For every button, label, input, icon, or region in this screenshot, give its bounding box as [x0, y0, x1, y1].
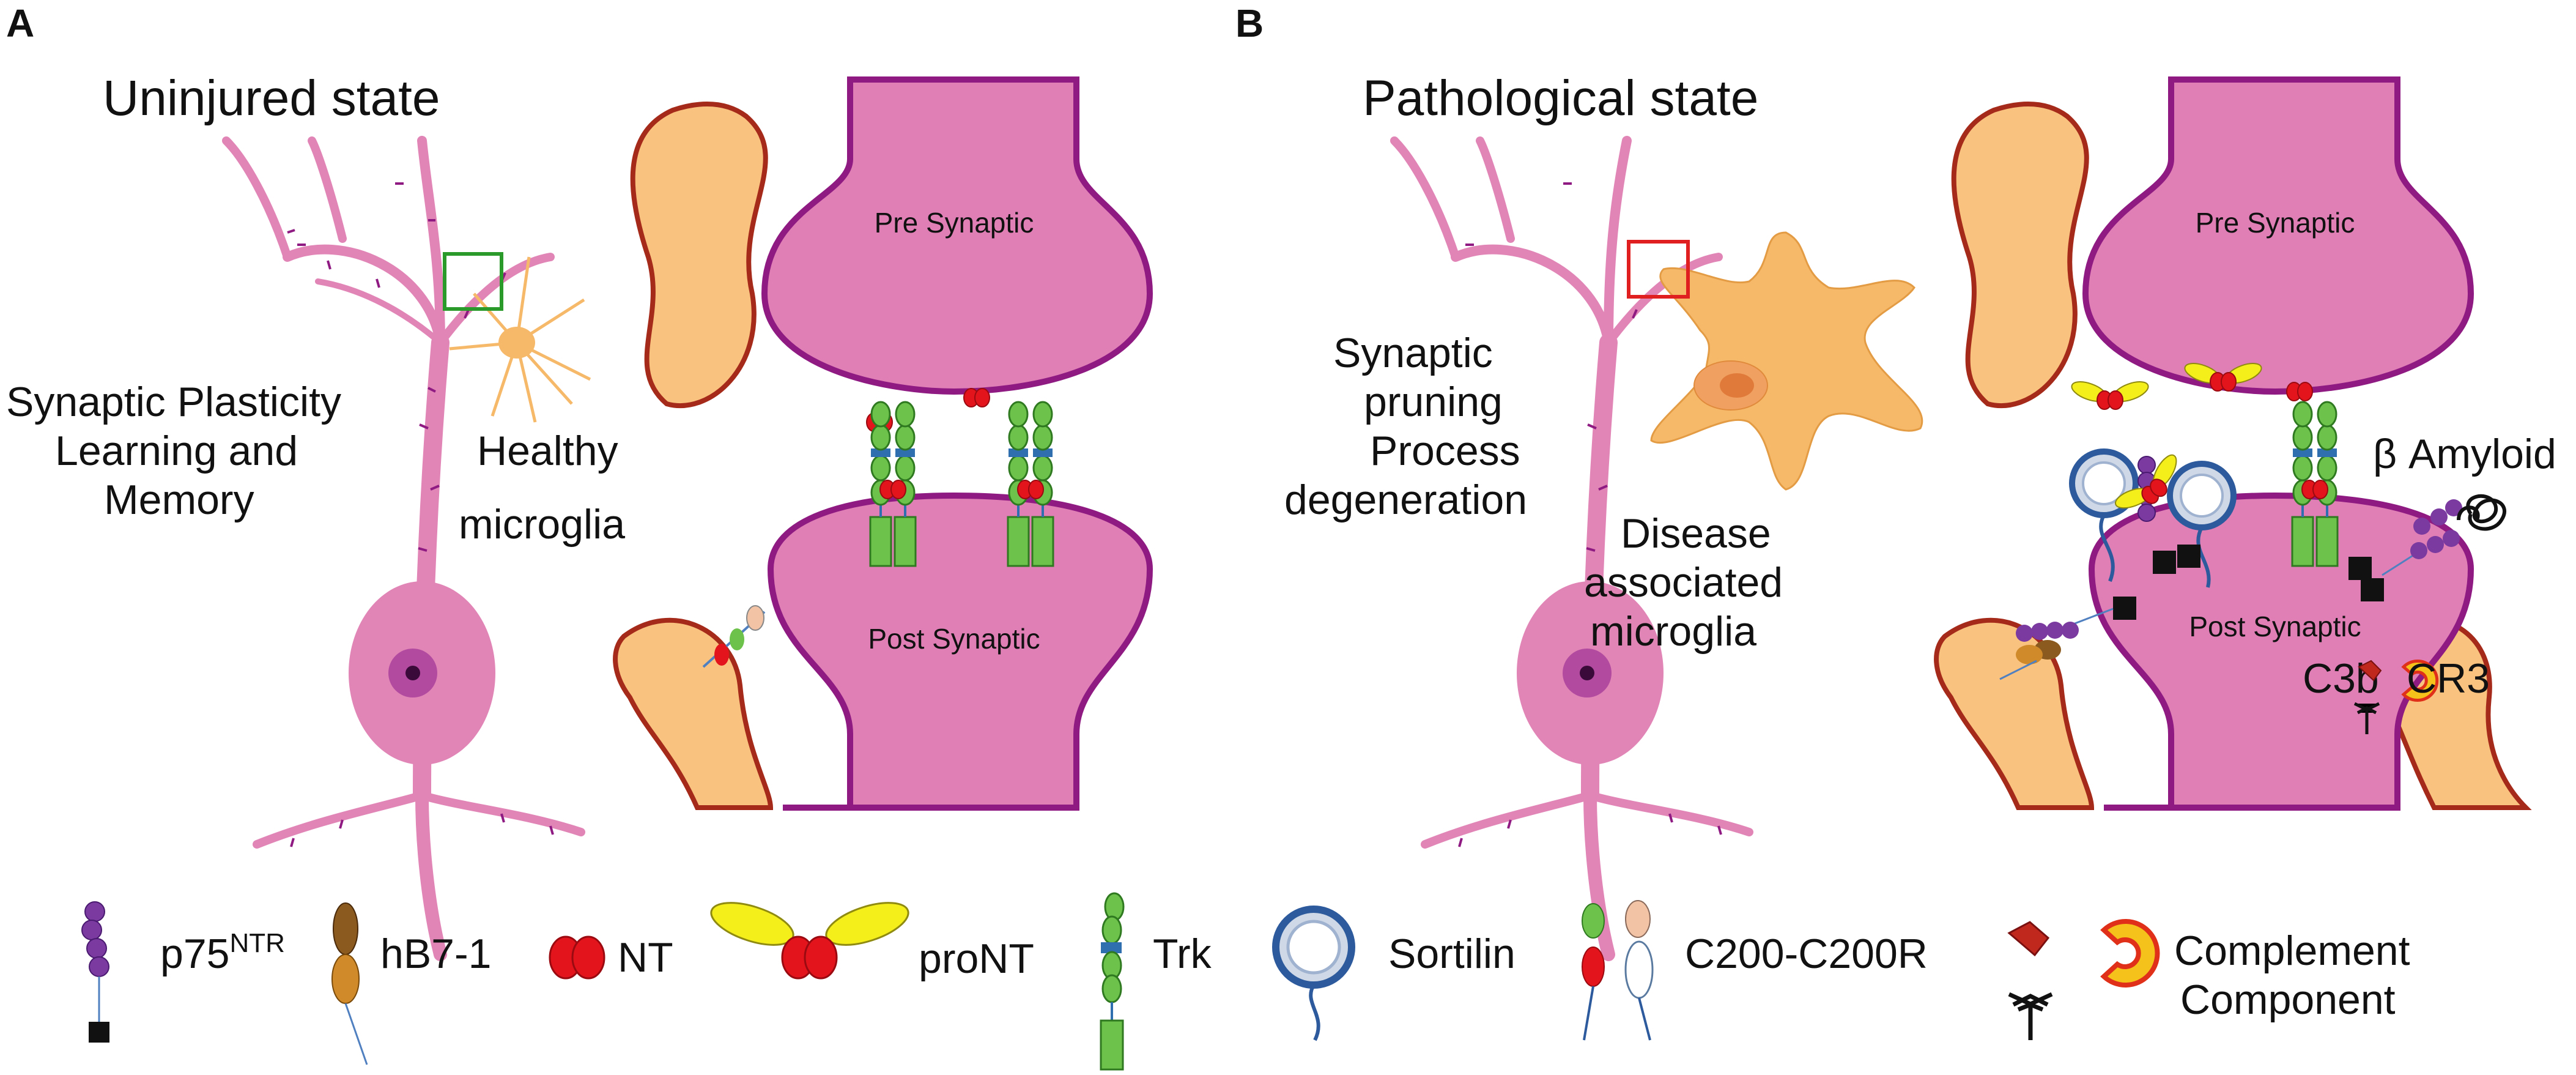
post-synaptic-b — [2088, 492, 2474, 811]
c200-a — [702, 605, 766, 668]
complement-stalk-icon — [2353, 702, 2380, 734]
function-a-line-1: Synaptic Plasticity — [6, 379, 341, 425]
legend-c200-icon — [1582, 900, 1654, 1041]
legend-trk-label: Trk — [1153, 931, 1212, 977]
glia-a-lower — [613, 617, 774, 810]
p75-b-cluster-1 — [2109, 448, 2200, 574]
panel-a: A Uninjured state Synaptic Plastici — [6, 1, 1153, 961]
pre-synaptic-a — [761, 76, 1153, 395]
pre-synaptic-a-label: Pre Synaptic — [875, 207, 1034, 239]
cr3-icon — [2401, 660, 2439, 702]
function-a-line-2: Learning and — [55, 428, 298, 474]
microglia-b-line-3: microglia — [1590, 608, 1756, 655]
glia-b-upper — [1951, 102, 2089, 409]
function-a-line-3: Memory — [104, 477, 254, 523]
glia-a-upper — [630, 102, 768, 409]
function-b-line-1: Synaptic — [1333, 330, 1493, 376]
p75-hb7-b — [1999, 597, 2136, 680]
panel-a-title: Uninjured state — [103, 70, 440, 126]
legend-trk-icon — [1100, 892, 1125, 1071]
microglia-b-line-1: Disease — [1621, 510, 1771, 557]
post-synaptic-b-label: Post Synaptic — [2189, 611, 2361, 642]
legend-nt-label: NT — [618, 934, 673, 981]
legend-nt-icon — [549, 936, 605, 980]
pront-b-1 — [2069, 378, 2150, 409]
legend-pront-label: proNT — [919, 936, 1034, 982]
pre-synaptic-b — [2082, 76, 2474, 395]
healthy-microglia — [449, 256, 591, 423]
microglia-b-line-2: associated — [1584, 559, 1783, 606]
legend: p75NTR hB7-1 NT proNT — [81, 892, 2410, 1071]
sortilin-b-2 — [2170, 464, 2234, 588]
zoom-box-b — [1627, 240, 1690, 299]
disease-microglia — [1650, 231, 1923, 491]
legend-pront-icon — [710, 902, 909, 980]
legend-complement-icon — [2007, 919, 2160, 1040]
pre-synaptic-b-label: Pre Synaptic — [2196, 207, 2355, 239]
microglia-a-line-1: Healthy — [477, 428, 618, 474]
amyloid-label: β Amyloid — [2373, 431, 2556, 477]
microglia-a-line-2: microglia — [459, 501, 625, 548]
post-synaptic-a-label: Post Synaptic — [868, 623, 1040, 655]
p75-b-cluster-2 — [2348, 499, 2462, 601]
nt-b-1 — [2286, 382, 2313, 401]
legend-c200-label: C200-C200R — [1685, 931, 1928, 977]
panel-b-title: Pathological state — [1363, 70, 1758, 126]
panel-b: B Pathological state Synaptic pruning Pr… — [1235, 1, 2556, 961]
legend-complement-label-1: Complement — [2174, 928, 2410, 974]
function-b-line-3: Process — [1370, 428, 1520, 474]
nt-a-2 — [963, 388, 990, 407]
c3b-icon — [2358, 660, 2382, 682]
sortilin-b-1 — [2072, 452, 2136, 582]
post-synaptic-a — [767, 492, 1153, 811]
legend-complement-label-2: Component — [2180, 976, 2396, 1023]
panel-b-letter: B — [1235, 1, 1264, 45]
zoom-box-a — [443, 252, 503, 311]
legend-sortilin-label: Sortilin — [1388, 931, 1516, 977]
legend-sortilin-icon — [1272, 906, 1355, 1041]
legend-p75-icon — [81, 901, 109, 1043]
function-b-line-2: pruning — [1364, 379, 1503, 425]
glia-b-lower — [1934, 617, 2095, 810]
cr3-label: CR3 — [2407, 655, 2490, 702]
legend-hb7-label: hB7-1 — [380, 931, 491, 977]
amyloid-plaque-icon — [2457, 494, 2506, 531]
legend-hb7-icon — [331, 902, 368, 1065]
legend-p75-label: p75NTR — [160, 928, 285, 977]
function-b-line-4: degeneration — [1284, 477, 1527, 523]
panel-a-letter: A — [6, 1, 34, 45]
